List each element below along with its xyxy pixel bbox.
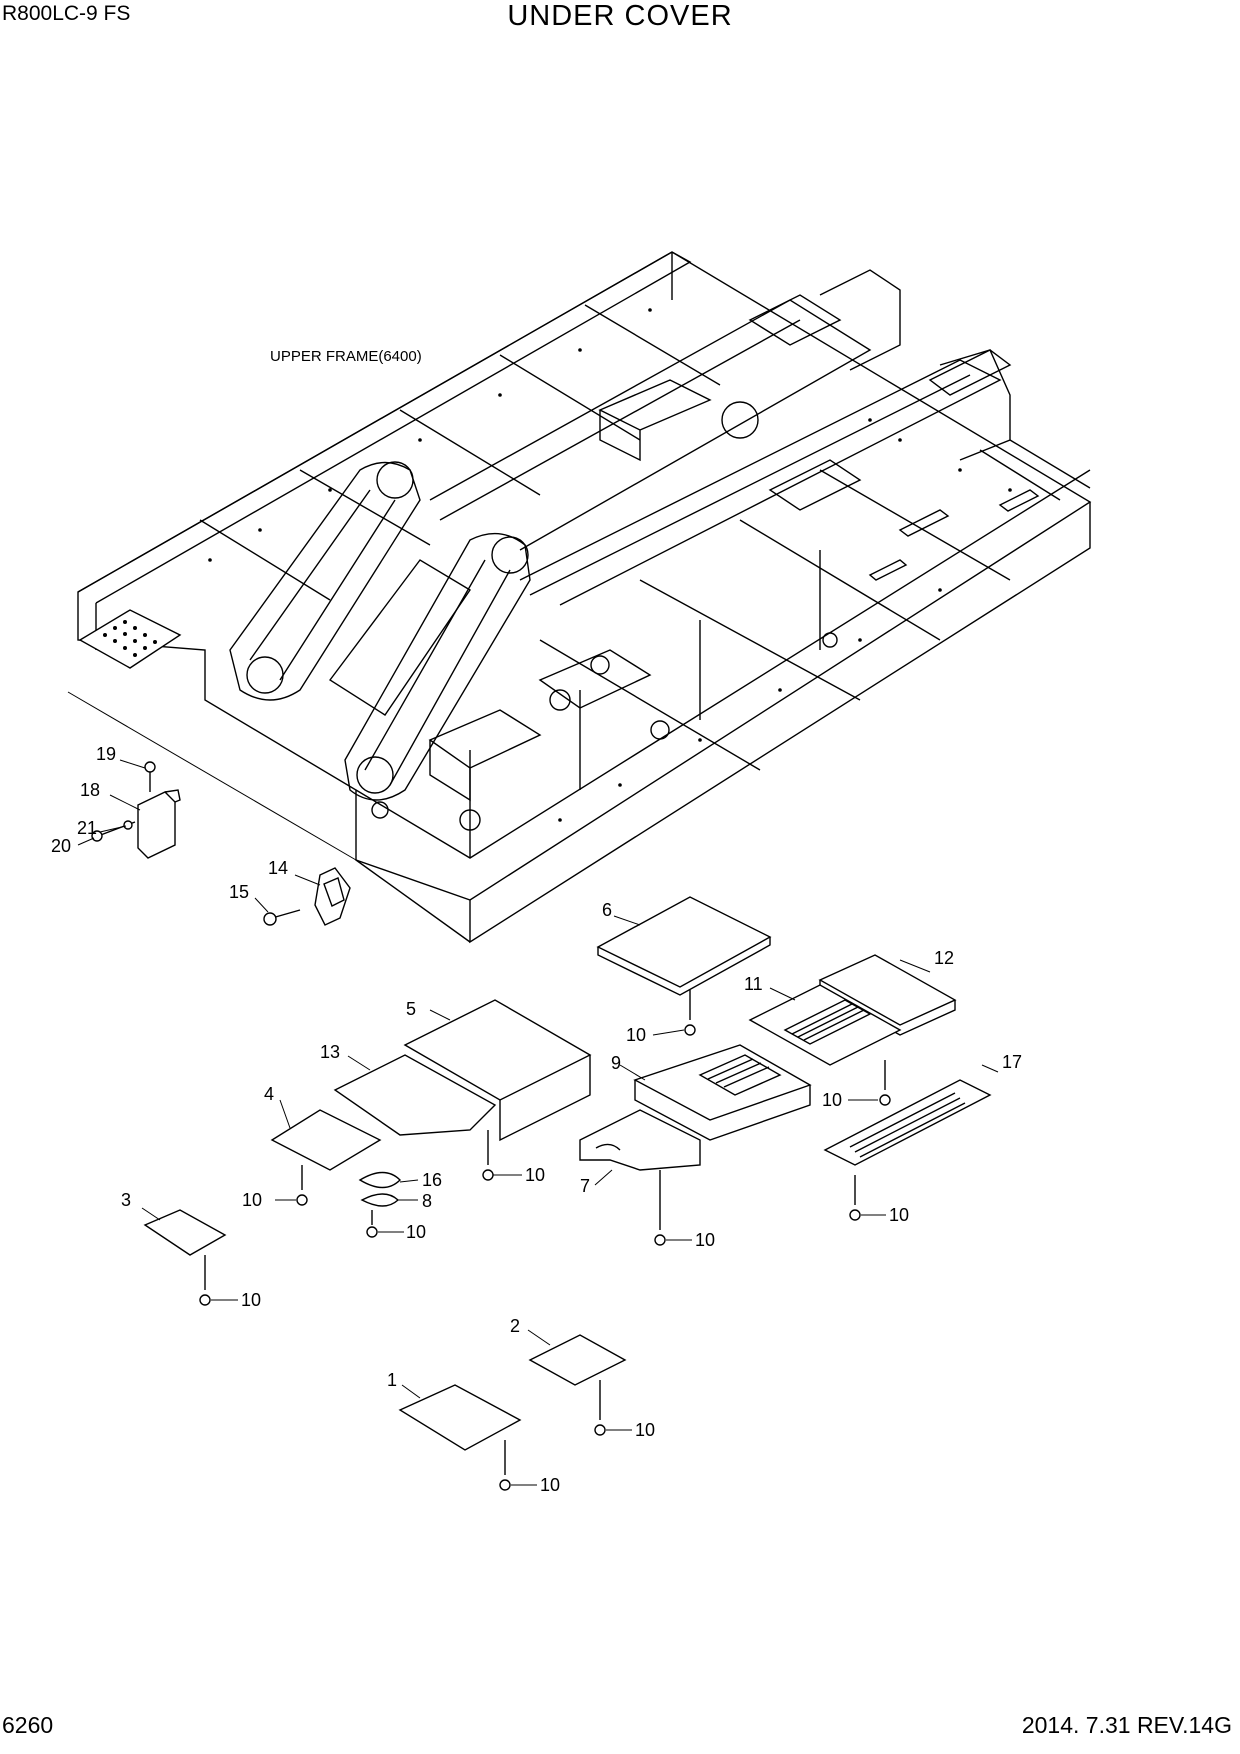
callout-19: 19	[96, 744, 116, 764]
cover-plate-9	[633, 1044, 812, 1141]
callout-16: 16	[422, 1170, 442, 1190]
callout-10-b: 10	[822, 1090, 842, 1110]
bracket-assembly	[91, 761, 181, 859]
cover-plate-13	[333, 1054, 497, 1181]
reference-label: UPPER FRAME(6400)	[270, 348, 422, 365]
callout-9: 9	[611, 1053, 621, 1073]
seal-parts-16-8	[358, 1171, 401, 1238]
cover-plate-1	[398, 1384, 522, 1491]
callout-10-h: 10	[241, 1290, 261, 1310]
upper-frame-drawing	[67, 251, 1092, 944]
callout-15: 15	[229, 882, 249, 902]
callout-17: 17	[1002, 1052, 1022, 1072]
callout-2: 2	[510, 1316, 520, 1336]
cover-plate-2	[528, 1334, 627, 1436]
callout-10-c: 10	[525, 1165, 545, 1185]
cover-plate-3	[143, 1209, 227, 1306]
callout-20: 20	[51, 836, 71, 856]
callout-labels: 19 18 21 20 14 15 6 12 11 5 13 10 9 10 4…	[51, 744, 1022, 1495]
cover-plate-11	[748, 984, 902, 1106]
callout-5: 5	[406, 999, 416, 1019]
callout-21: 21	[77, 818, 97, 838]
callout-6: 6	[602, 900, 612, 920]
cover-plate-7	[579, 1109, 701, 1246]
cover-plate-17	[823, 1079, 992, 1221]
callout-3: 3	[121, 1190, 131, 1210]
page-number: 6260	[2, 1712, 54, 1738]
callout-10-d: 10	[242, 1190, 262, 1210]
revision-date: 2014. 7.31 REV.14G	[1021, 1712, 1232, 1738]
cover-plate-6	[596, 896, 772, 1036]
cover-plate-4	[270, 1109, 382, 1206]
callout-11: 11	[744, 974, 763, 994]
page-title: UNDER COVER	[507, 0, 733, 32]
callout-14: 14	[268, 858, 288, 878]
callout-8: 8	[422, 1191, 432, 1211]
callout-7: 7	[580, 1176, 590, 1196]
cover-plate-5	[403, 999, 592, 1142]
model-name: R800LC-9 FS	[2, 2, 131, 25]
callout-10-j: 10	[540, 1475, 560, 1495]
callout-10-g: 10	[889, 1205, 909, 1225]
callout-1: 1	[387, 1370, 397, 1390]
callout-12: 12	[934, 948, 954, 968]
callout-10-e: 10	[406, 1222, 426, 1242]
callout-10-f: 10	[695, 1230, 715, 1250]
callout-4: 4	[264, 1084, 274, 1104]
callout-10-i: 10	[635, 1420, 655, 1440]
callout-13: 13	[320, 1042, 340, 1062]
callout-18: 18	[80, 780, 100, 800]
callout-10-a: 10	[626, 1025, 646, 1045]
rubber-stop-assembly	[263, 867, 351, 926]
